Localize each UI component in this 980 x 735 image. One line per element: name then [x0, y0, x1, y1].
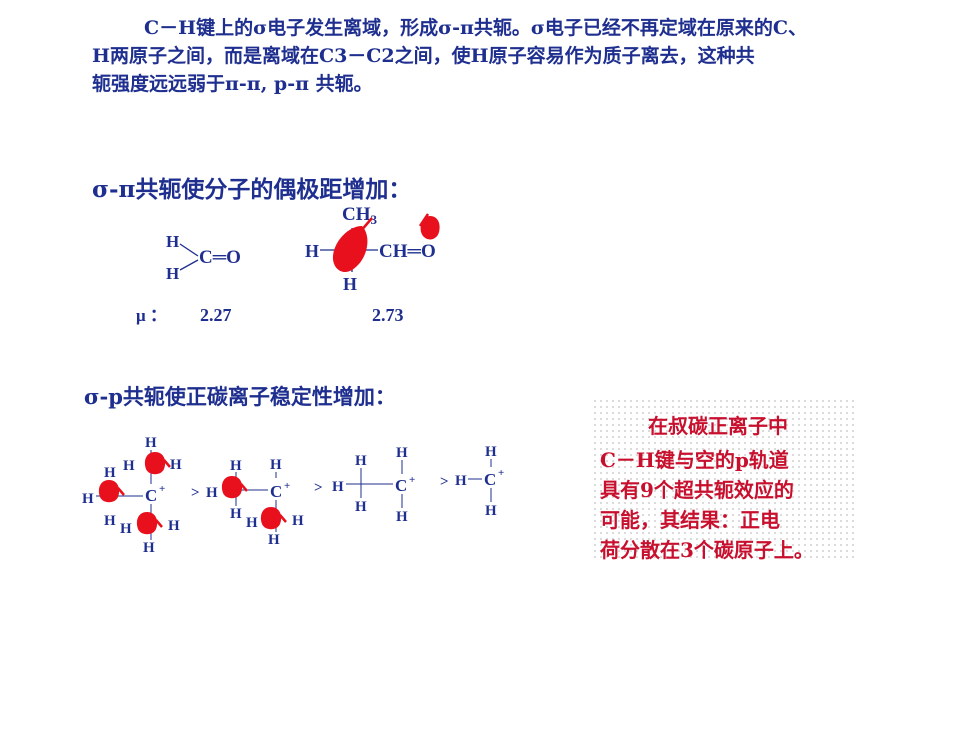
tertiary-carbocation: H H H H H C + H H H H — [82, 435, 182, 556]
sigma-pi-heading: σ-π共轭使分子的偶极距增加： — [92, 176, 412, 203]
primary-carbocation: H H H C + H H — [332, 445, 415, 525]
greater-than-3: > — [440, 474, 449, 490]
atom-h: H — [168, 518, 180, 534]
atom-h: H — [268, 532, 280, 548]
acetaldehyde-h-bottom: H — [343, 274, 357, 294]
atom-h: H — [355, 499, 367, 515]
orbital-lobe — [143, 450, 172, 476]
atom-h: H — [332, 479, 344, 495]
intro-paragraph: C－H键上的σ电子发生离域，形成σ-π共轭。σ电子已经不再定域在原来的C、 H两… — [92, 14, 962, 98]
mu-label: μ ： — [136, 306, 167, 325]
acetaldehyde-h-left: H — [305, 241, 319, 261]
formaldehyde-h-bottom: H — [166, 264, 179, 283]
orbital-lobe — [220, 474, 249, 500]
atom-h: H — [104, 465, 116, 481]
formaldehyde-carbonyl: C═O — [199, 247, 241, 268]
greater-than-2: > — [314, 480, 323, 496]
atom-h: H — [396, 509, 408, 525]
atom-h: H — [145, 435, 157, 451]
note-line-2: C－H键与空的p轨道 — [600, 448, 789, 472]
atom-h: H — [120, 521, 132, 537]
atom-c: C — [145, 486, 157, 505]
atom-h: H — [123, 458, 135, 474]
sigma-p-heading: σ-p共轭使正碳离子稳定性增加： — [84, 384, 396, 409]
formaldehyde-h-top: H — [166, 232, 179, 251]
atom-h: H — [485, 503, 497, 519]
greater-than-1: > — [191, 485, 200, 501]
atom-h: H — [396, 445, 408, 461]
atom-h: H — [270, 457, 282, 473]
note-line-4: 可能，其结果：正电 — [600, 508, 780, 532]
intro-line-2: H两原子之间，而是离域在C3－C2之间，使H原子容易作为质子离去，这种共 — [92, 45, 755, 67]
atom-c: C — [484, 470, 496, 489]
formaldehyde-mu: 2.27 — [200, 305, 232, 325]
note-line-5: 荷分散在3个碳原子上。 — [600, 538, 814, 562]
atom-h: H — [455, 473, 467, 489]
atom-h: H — [355, 453, 367, 469]
orbital-lobe — [259, 505, 288, 531]
formaldehyde-structure: H H C═O — [166, 232, 241, 283]
atom-h: H — [170, 457, 182, 473]
note-box: 在叔碳正离子中 C－H键与空的p轨道 具有9个超共轭效应的 可能，其结果：正电 … — [592, 398, 854, 562]
atom-h: H — [206, 485, 218, 501]
atom-c: C — [395, 476, 407, 495]
acetaldehyde-mu: 2.73 — [372, 305, 404, 325]
atom-h: H — [82, 491, 94, 507]
sigma-orbital-lobe — [332, 226, 368, 273]
atom-h: H — [292, 513, 304, 529]
oxygen-orbital-lobe — [420, 216, 440, 240]
plus-charge: + — [409, 474, 415, 486]
plus-charge: + — [284, 480, 290, 492]
note-line-3: 具有9个超共轭效应的 — [600, 478, 794, 502]
plus-charge: + — [159, 483, 165, 495]
acetaldehyde-aldehyde: CH═O — [379, 241, 436, 262]
atom-c: C — [270, 482, 282, 501]
secondary-carbocation: H H H C + H H H H — [206, 457, 304, 548]
note-line-1: 在叔碳正离子中 — [648, 414, 788, 438]
intro-line-3: 轭强度远远弱于π-π, p-π 共轭。 — [92, 73, 373, 95]
atom-h: H — [230, 458, 242, 474]
acetaldehyde-methyl: CH3 — [342, 204, 378, 227]
atom-h: H — [143, 540, 155, 556]
acetaldehyde-structure: CH3 H CH═O H — [305, 204, 440, 294]
atom-h: H — [230, 506, 242, 522]
atom-h: H — [246, 515, 258, 531]
orbital-lobe — [135, 510, 164, 536]
orbital-lobe — [97, 478, 126, 504]
atom-h: H — [485, 444, 497, 460]
atom-h: H — [104, 513, 116, 529]
intro-line-1: C－H键上的σ电子发生离域，形成σ-π共轭。σ电子已经不再定域在原来的C、 — [144, 17, 808, 39]
methyl-carbocation: H H C + H — [455, 444, 504, 519]
plus-charge: + — [498, 467, 504, 479]
